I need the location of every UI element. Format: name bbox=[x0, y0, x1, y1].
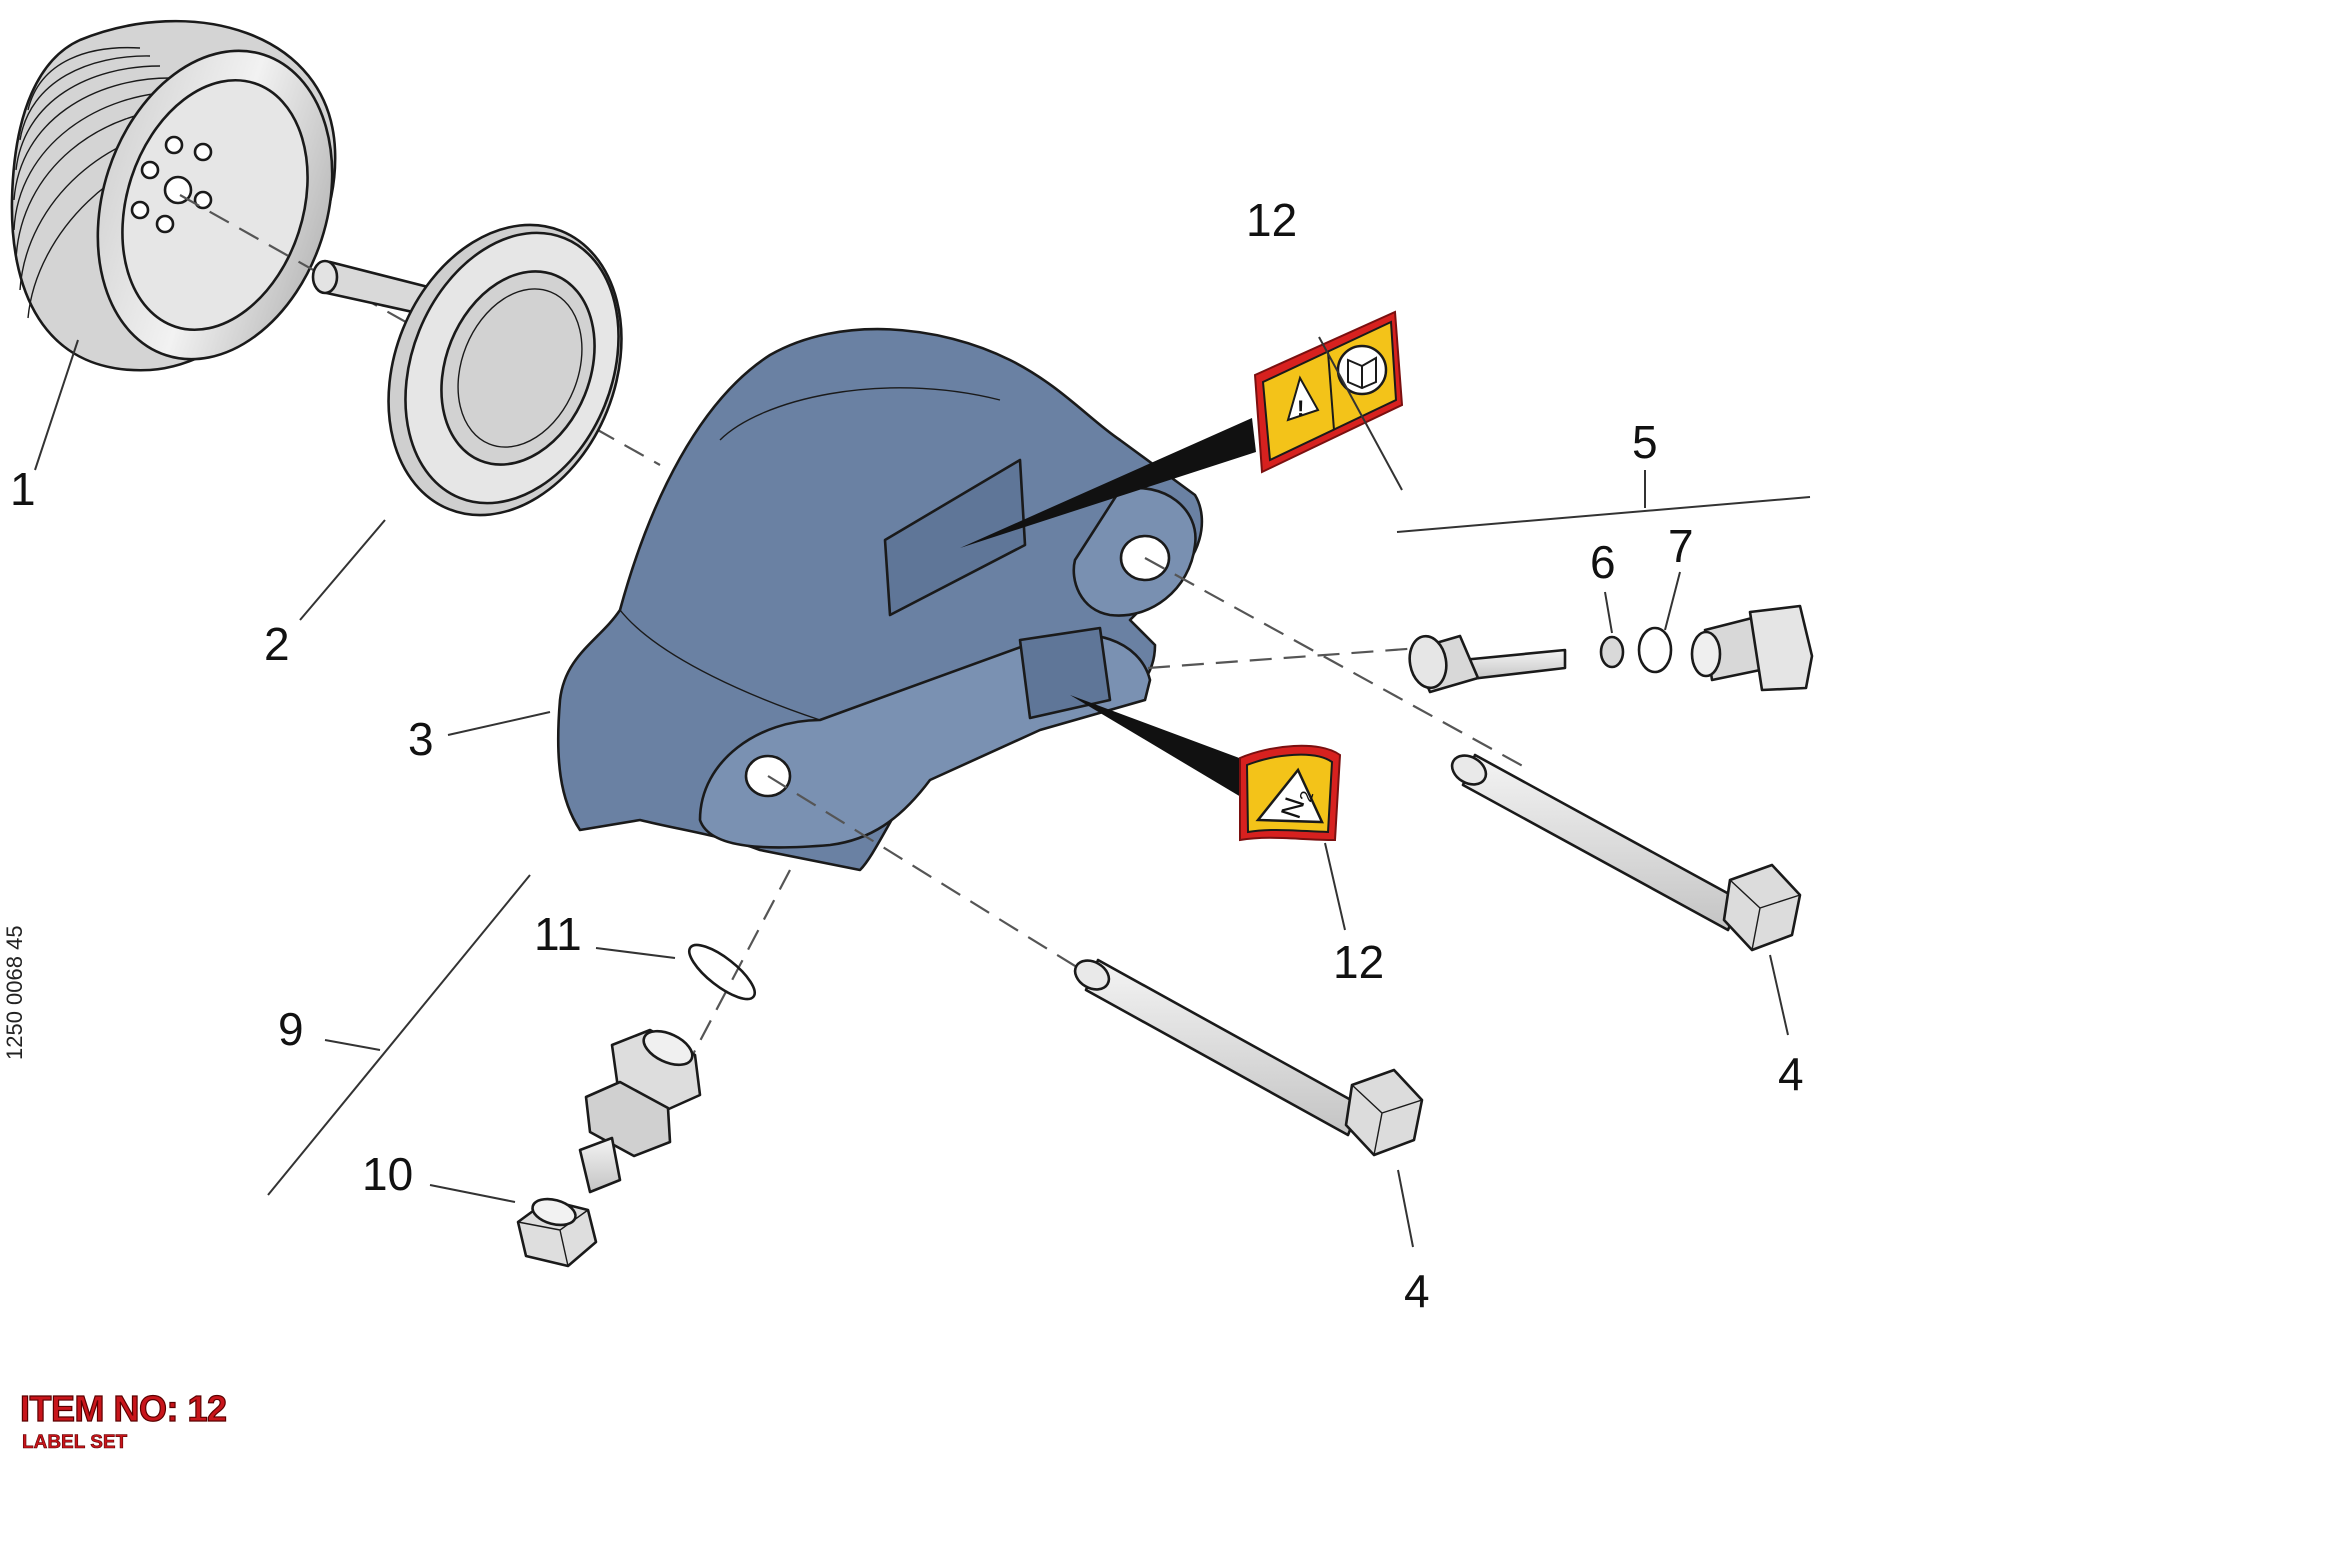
callout-6: 6 bbox=[1590, 536, 1616, 588]
warning-label-manual: ! bbox=[960, 310, 1404, 548]
nitrogen-label: N2 bbox=[1070, 695, 1342, 842]
washer-part-6 bbox=[1599, 635, 1625, 669]
nut-part-10 bbox=[516, 1197, 598, 1268]
callout-12-top: 12 bbox=[1246, 194, 1297, 246]
axis-line-nipple bbox=[689, 869, 791, 1061]
axis-line-bolt-upper bbox=[1144, 557, 1531, 771]
callout-7: 7 bbox=[1668, 520, 1694, 572]
bolt-part-4-upper bbox=[1450, 753, 1802, 952]
housing-part-3 bbox=[556, 327, 1204, 872]
callout-5: 5 bbox=[1632, 416, 1658, 468]
callout-9: 9 bbox=[278, 1003, 304, 1055]
callout-10: 10 bbox=[362, 1148, 413, 1200]
fitting-assembly-part-5 bbox=[1408, 604, 1814, 694]
axis-line-fitting bbox=[1147, 646, 1421, 670]
callout-11: 11 bbox=[534, 908, 582, 960]
callout-2: 2 bbox=[264, 618, 290, 670]
drawing-number: 1250 0068 45 bbox=[2, 925, 27, 1060]
hub-part-2 bbox=[311, 223, 623, 517]
axis-line-bolt-lower bbox=[767, 775, 1131, 1001]
leader-lines bbox=[34, 336, 1811, 1248]
oring-part-7 bbox=[1637, 626, 1673, 674]
callout-1: 1 bbox=[10, 463, 36, 515]
callout-4-upper: 4 bbox=[1778, 1048, 1804, 1100]
callout-4-lower: 4 bbox=[1404, 1265, 1430, 1317]
callout-numbers: 1 2 3 12 12 5 6 7 4 4 11 9 10 bbox=[10, 194, 1804, 1317]
callout-12-bottom: 12 bbox=[1333, 936, 1384, 988]
warning-symbol: ! bbox=[1297, 396, 1304, 421]
item-label-set-subtitle: LABEL SET bbox=[22, 1432, 128, 1454]
nipple-part-9 bbox=[578, 1028, 702, 1194]
pulley-part-1 bbox=[10, 19, 337, 372]
bolt-part-4-lower bbox=[1073, 958, 1424, 1157]
callout-3: 3 bbox=[408, 713, 434, 765]
item-number-title: ITEM NO: 12 bbox=[19, 1387, 227, 1429]
circlip-part-11 bbox=[688, 943, 756, 1001]
